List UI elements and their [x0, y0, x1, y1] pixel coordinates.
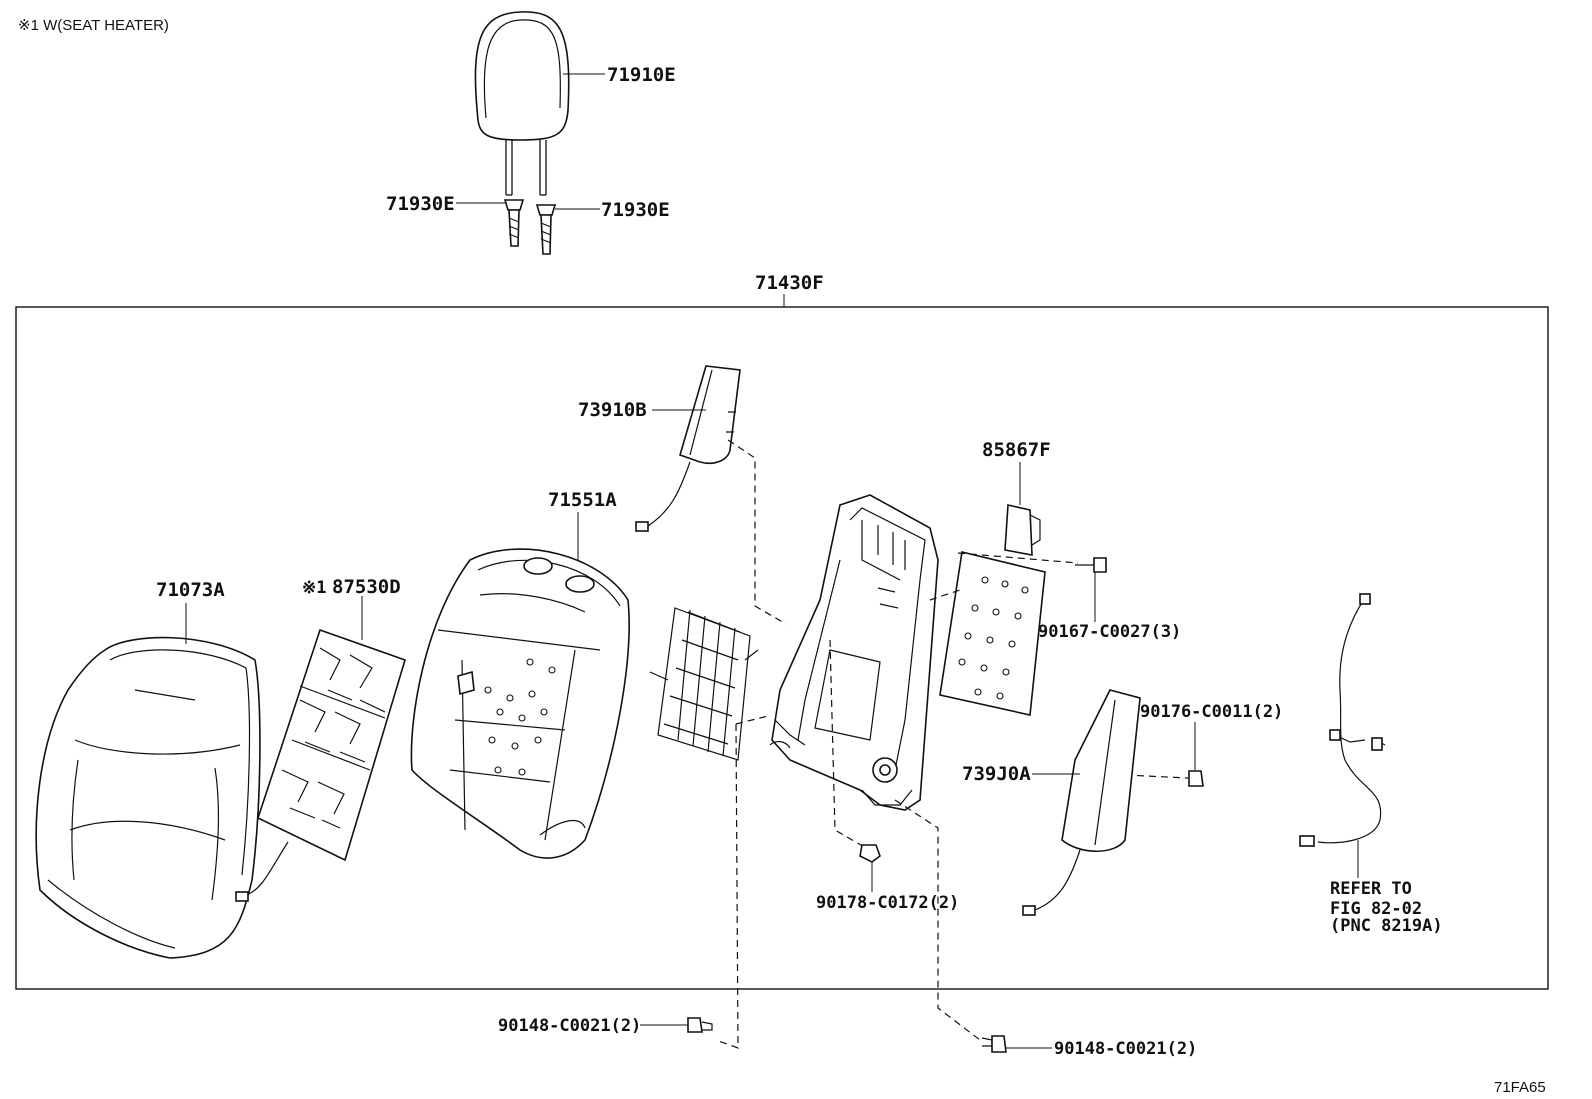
- label-71551A: 71551A: [548, 489, 617, 511]
- screw-90167[interactable]: [1075, 557, 1107, 573]
- label-71930E-left: 71930E: [386, 193, 455, 215]
- label-90148-C0021-right: 90148-C0021(2): [1054, 1039, 1197, 1059]
- headrest-drawing[interactable]: [474, 11, 570, 196]
- label-71930E-right: 71930E: [601, 199, 670, 221]
- label-739J0A: 739J0A: [962, 763, 1031, 785]
- headrest-guide-right[interactable]: [535, 204, 557, 255]
- figure-code: 71FA65: [1494, 1079, 1546, 1096]
- seatback-frame[interactable]: [769, 494, 939, 811]
- refer-line-2: FIG 82-02: [1330, 899, 1422, 919]
- label-90167-C0027: 90167-C0027(3): [1038, 622, 1181, 642]
- nut-90178[interactable]: [859, 844, 881, 863]
- wire-harness[interactable]: [1299, 593, 1386, 847]
- seat-heater-note: ※1 W(SEAT HEATER): [18, 17, 169, 34]
- label-73910B: 73910B: [578, 399, 647, 421]
- clip-90176[interactable]: [1188, 770, 1204, 787]
- seatback-pad[interactable]: [410, 548, 630, 859]
- headrest-guide-left[interactable]: [503, 199, 525, 247]
- side-cover[interactable]: [1022, 689, 1141, 916]
- label-71430F: 71430F: [755, 272, 824, 294]
- label-85867F: 85867F: [982, 439, 1051, 461]
- side-airbag[interactable]: [635, 365, 741, 532]
- refer-line-3: (PNC 8219A): [1330, 916, 1443, 936]
- label-87530D: 87530D: [332, 576, 401, 598]
- label-90148-C0021-left: 90148-C0021(2): [498, 1016, 641, 1036]
- bolt-90148-left[interactable]: [687, 1017, 713, 1033]
- label-71910E: 71910E: [607, 64, 676, 86]
- refer-line-1: REFER TO: [1330, 879, 1412, 899]
- label-90176-C0011: 90176-C0011(2): [1140, 702, 1283, 722]
- label-71073A: 71073A: [156, 579, 225, 601]
- seat-heater[interactable]: [235, 628, 406, 902]
- seatback-cover[interactable]: [35, 636, 261, 959]
- seatback-spring-panel[interactable]: [649, 607, 759, 761]
- bolt-90148-right[interactable]: [981, 1035, 1007, 1053]
- label-90178-C0172: 90178-C0172(2): [816, 893, 959, 913]
- label-87530D-mark: ※1: [302, 578, 326, 598]
- occupant-sensor[interactable]: [939, 504, 1046, 716]
- assembly-box: [15, 306, 1549, 990]
